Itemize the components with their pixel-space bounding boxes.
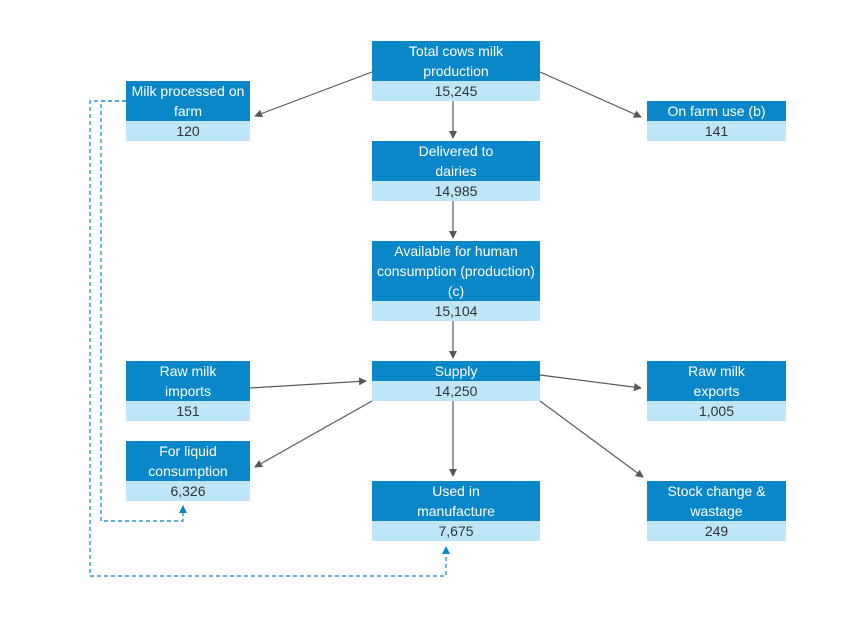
node-total-production: Total cows milk production 15,245 (372, 41, 540, 101)
node-processed-on-farm: Milk processed on farm 120 (126, 81, 250, 141)
node-value: 151 (126, 401, 250, 421)
arrow-total-to-onfarm (539, 71, 642, 118)
node-value: 14,250 (372, 381, 540, 401)
node-liquid-consumption: For liquid consumption 6,326 (126, 441, 250, 501)
node-label: Stock change & wastage (647, 481, 786, 521)
node-used-in-manufacture: Used in manufacture 7,675 (372, 481, 540, 541)
node-value: 15,245 (372, 81, 540, 101)
node-label: Used in manufacture (372, 481, 540, 521)
node-value: 14,985 (372, 181, 540, 201)
node-stock-change-wastage: Stock change & wastage 249 (647, 481, 786, 541)
node-value: 249 (647, 521, 786, 541)
arrow-total-to-processed (254, 71, 373, 118)
node-label: Raw milk exports (647, 361, 786, 401)
node-label: For liquid consumption (126, 441, 250, 481)
node-label: On farm use (b) (647, 101, 786, 121)
node-label: Raw milk imports (126, 361, 250, 401)
node-label: Supply (372, 361, 540, 381)
node-label: Total cows milk production (372, 41, 540, 81)
node-supply: Supply 14,250 (372, 361, 540, 401)
node-value: 1,005 (647, 401, 786, 421)
node-value: 141 (647, 121, 786, 141)
node-value: 15,104 (372, 301, 540, 321)
dashed-processed-to-manufacture (89, 100, 450, 577)
arrow-supply-to-exports (539, 374, 642, 392)
node-value: 7,675 (372, 521, 540, 541)
node-value: 120 (126, 121, 250, 141)
node-label: Delivered to dairies (372, 141, 540, 181)
node-label: Milk processed on farm (126, 81, 250, 121)
node-value: 6,326 (126, 481, 250, 501)
arrow-supply-to-liquid (254, 400, 373, 468)
arrow-imports-to-supply (249, 377, 367, 389)
node-on-farm-use: On farm use (b) 141 (647, 101, 786, 141)
arrow-supply-to-stock (539, 400, 644, 478)
node-delivered-to-dairies: Delivered to dairies 14,985 (372, 141, 540, 201)
node-raw-milk-exports: Raw milk exports 1,005 (647, 361, 786, 421)
node-label: Available for human consumption (product… (372, 241, 540, 301)
node-available-for-consumption: Available for human consumption (product… (372, 241, 540, 321)
node-raw-milk-imports: Raw milk imports 151 (126, 361, 250, 421)
